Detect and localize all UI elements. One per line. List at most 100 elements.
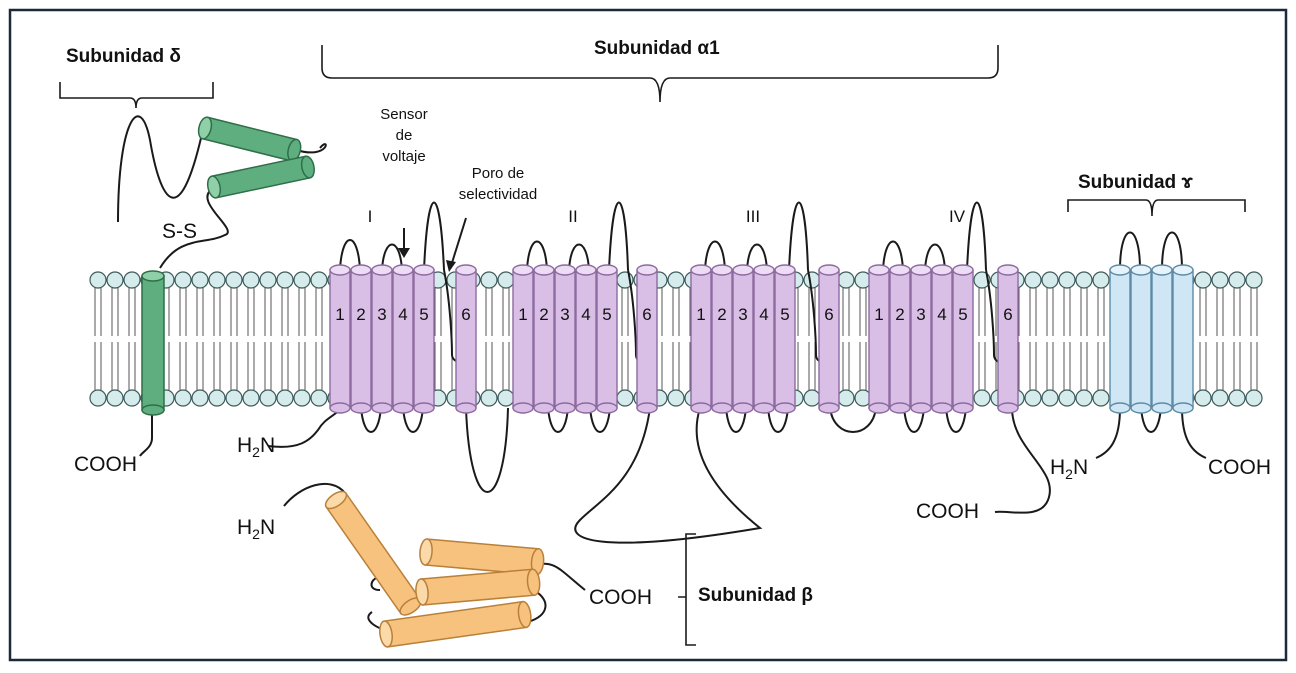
domain-2-helix-4: 4 — [576, 265, 596, 413]
delta-subunit-title: Subunidad δ — [66, 46, 181, 67]
lipid-tail-bottom — [1064, 342, 1070, 390]
lipid-tail-top — [112, 288, 118, 336]
domain-4-helix-5-cap — [953, 265, 973, 275]
lipid-head-bottom — [838, 390, 854, 406]
domain-1-helix-4-number: 4 — [398, 305, 407, 324]
lipid-head-top — [1025, 272, 1041, 288]
domain-2-helix-4-body — [576, 270, 596, 408]
lipid-tail-top — [95, 288, 101, 336]
domain-1-helix-4-body — [393, 270, 413, 408]
domain-3-helix-3-base — [733, 403, 753, 413]
lipid-head-top — [209, 272, 225, 288]
lipid-tail-bottom — [1098, 342, 1104, 390]
lipid-tail-top — [673, 288, 679, 336]
domain-2-helix-4-cap — [576, 265, 596, 275]
domain-3-helix-2-cap — [712, 265, 732, 275]
gamma-helix-4 — [1173, 265, 1193, 413]
lipid-tail-bottom — [95, 342, 101, 390]
domain-4-helix-3-base — [911, 403, 931, 413]
bracket-gamma — [1068, 200, 1245, 216]
gamma-helix-4-cap — [1173, 265, 1193, 275]
domain-4-helix-1-number: 1 — [874, 305, 883, 324]
lipid-tail-bottom — [503, 342, 509, 390]
domain-1-helix-4-cap — [393, 265, 413, 275]
domain-3-helix-5-base — [775, 403, 795, 413]
gamma-nterm-tail — [1096, 408, 1120, 458]
lipid-head-bottom — [974, 390, 990, 406]
lipid-head-top — [192, 272, 208, 288]
lipid-tail-bottom — [1217, 342, 1223, 390]
domain-1-helix-1-cap — [330, 265, 350, 275]
domain-4-helix-4-cap — [932, 265, 952, 275]
domain-3-helix-6-cap — [819, 265, 839, 275]
lipid-tail-top — [214, 288, 220, 336]
lipid-tail-top — [1217, 288, 1223, 336]
domain-4-helix-4-number: 4 — [937, 305, 946, 324]
lipid-head-bottom — [1093, 390, 1109, 406]
lipid-head-top — [481, 272, 497, 288]
domain-1-helix-3-cap — [372, 265, 392, 275]
domain-i-outer-loops — [340, 203, 444, 271]
delta-helix-base — [142, 405, 164, 415]
domain-2-helix-3: 3 — [555, 265, 575, 413]
domain-1-helix-3-number: 3 — [377, 305, 386, 324]
lipid-head-top — [260, 272, 276, 288]
lipid-tail-bottom — [231, 342, 237, 390]
domain-4-helix-1: 1 — [869, 265, 889, 413]
domain-4-helix-3-body — [911, 270, 931, 408]
i-ii-linker — [466, 408, 508, 492]
lipid-head-bottom — [498, 390, 514, 406]
domain-1-helix-1-body — [330, 270, 350, 408]
lipid-tail-bottom — [248, 342, 254, 390]
domain-2-helix-1-body — [513, 270, 533, 408]
domain-2-helix-3-body — [555, 270, 575, 408]
beta-subunit-helices — [323, 488, 545, 648]
domain-i-inner-loops — [361, 408, 423, 432]
lipid-head-top — [90, 272, 106, 288]
domain-3-helix-1-cap — [691, 265, 711, 275]
lipid-tail-bottom — [1081, 342, 1087, 390]
domain-3-helix-4-cap — [754, 265, 774, 275]
domain-4-helix-4-body — [932, 270, 952, 408]
lipid-head-bottom — [226, 390, 242, 406]
gamma-helix-1-base — [1110, 403, 1130, 413]
gamma-helix-2 — [1131, 265, 1151, 413]
gamma-helix-2-cap — [1131, 265, 1151, 275]
domain-1-helix-6-number: 6 — [461, 305, 470, 324]
domain-2-helix-2-cap — [534, 265, 554, 275]
gamma-helix-1 — [1110, 265, 1130, 413]
lipid-tail-top — [1081, 288, 1087, 336]
lipid-head-top — [804, 272, 820, 288]
domain-1-helix-6-body — [456, 270, 476, 408]
lipid-head-bottom — [124, 390, 140, 406]
domain-4-helix-6-base — [998, 403, 1018, 413]
lipid-tail-bottom — [129, 342, 135, 390]
domain-1-helix-1-number: 1 — [335, 305, 344, 324]
domain-3-helix-6-number: 6 — [824, 305, 833, 324]
lipid-head-bottom — [311, 390, 327, 406]
lipid-tail-top — [1064, 288, 1070, 336]
gamma-helix-4-body — [1173, 270, 1193, 408]
domain-3-helix-5-body — [775, 270, 795, 408]
lipid-head-bottom — [1059, 390, 1075, 406]
domain-2-helix-6-body — [637, 270, 657, 408]
voltage-sensor-label-2: de — [396, 127, 413, 144]
domain-3-helix-2-number: 2 — [717, 305, 726, 324]
domain-1-helix-4-base — [393, 403, 413, 413]
delta-cylinder-2 — [206, 155, 316, 199]
gamma-helix-4-base — [1173, 403, 1193, 413]
lipid-head-bottom — [481, 390, 497, 406]
lipid-tail-top — [265, 288, 271, 336]
domain-3-helix-2-base — [712, 403, 732, 413]
lipid-tail-top — [180, 288, 186, 336]
beta-subunit-title: Subunidad β — [698, 585, 813, 606]
domain-4-helix-4: 4 — [932, 265, 952, 413]
domain-4-helix-2: 2 — [890, 265, 910, 413]
gamma-cterm-tail — [1182, 408, 1206, 458]
domain-4-helix-1-body — [869, 270, 889, 408]
beta-nterm-label: H2N — [237, 516, 275, 542]
ii-iii-linker — [575, 408, 760, 543]
lipid-head-bottom — [294, 390, 310, 406]
gamma-cooh-label: COOH — [1208, 456, 1271, 479]
